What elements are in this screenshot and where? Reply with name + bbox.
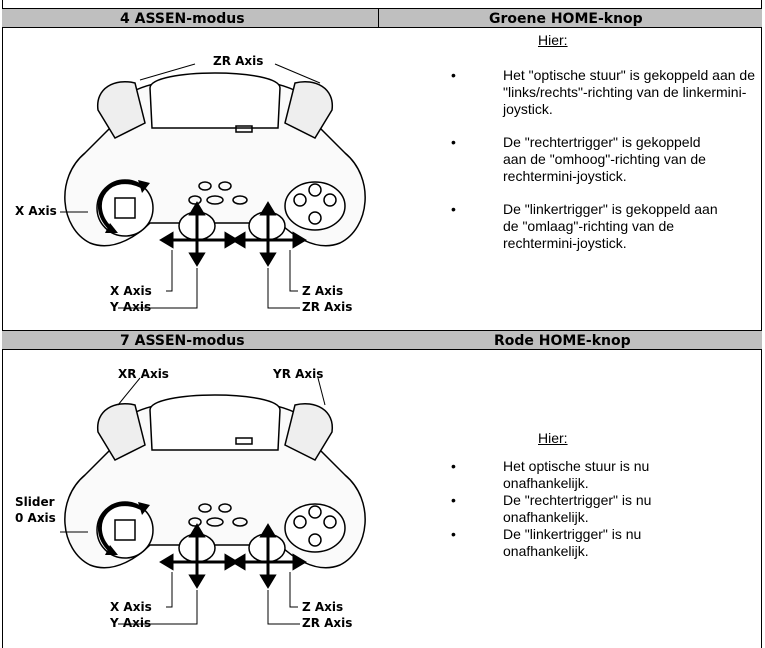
label-x-axis-wheel: X Axis <box>15 204 57 218</box>
label-left-y-axis: Y Axis <box>110 300 152 314</box>
bottom-header-row: 7 ASSEN-modus Rode HOME-knop <box>2 330 762 350</box>
top-left-header: 4 ASSEN-modus <box>120 11 245 27</box>
bottom-hier: Hier: <box>538 430 568 446</box>
top-right-header: Groene HOME-knop <box>489 11 643 27</box>
list-item: De "linkertrigger" is gekoppeld aan de "… <box>451 201 761 252</box>
gamepad-7-axis-diagram <box>60 377 366 625</box>
label-right-zr-axis: ZR Axis <box>302 300 353 314</box>
label-left-y-axis: Y Axis <box>110 616 152 630</box>
bottom-left-header: 7 ASSEN-modus <box>120 333 245 349</box>
label-left-x-axis: X Axis <box>110 600 152 614</box>
divider <box>378 8 379 28</box>
label-yr-axis: YR Axis <box>273 367 324 381</box>
label-0-axis: 0 Axis <box>15 511 56 525</box>
list-item: De "rechtertrigger" is gekoppeld aan de … <box>451 134 761 185</box>
label-right-zr-axis: ZR Axis <box>302 616 353 630</box>
top-header-row: 4 ASSEN-modus Groene HOME-knop <box>2 8 762 28</box>
label-slider: Slider <box>15 495 55 509</box>
list-item: Het optische stuur is nu onafhankelijk. <box>451 458 761 492</box>
label-right-z-axis: Z Axis <box>302 284 344 298</box>
list-item: De "rechtertrigger" is nu onafhankelijk. <box>451 492 761 526</box>
list-item: De "linkertrigger" is nu onafhankelijk. <box>451 526 761 560</box>
bottom-right-header: Rode HOME-knop <box>494 333 631 349</box>
label-zr-axis-trigger: ZR Axis <box>213 54 264 68</box>
top-bullet-list: Het "optische stuur" is gekoppeld aan de… <box>451 67 761 252</box>
label-left-x-axis: X Axis <box>110 284 152 298</box>
list-item: Het "optische stuur" is gekoppeld aan de… <box>451 67 761 118</box>
label-right-z-axis: Z Axis <box>302 600 344 614</box>
gamepad-4-axis-diagram <box>60 63 366 309</box>
bottom-bullet-list: Het optische stuur is nu onafhankelijk. … <box>451 458 761 560</box>
top-hier: Hier: <box>538 32 568 48</box>
label-xr-axis: XR Axis <box>118 367 169 381</box>
